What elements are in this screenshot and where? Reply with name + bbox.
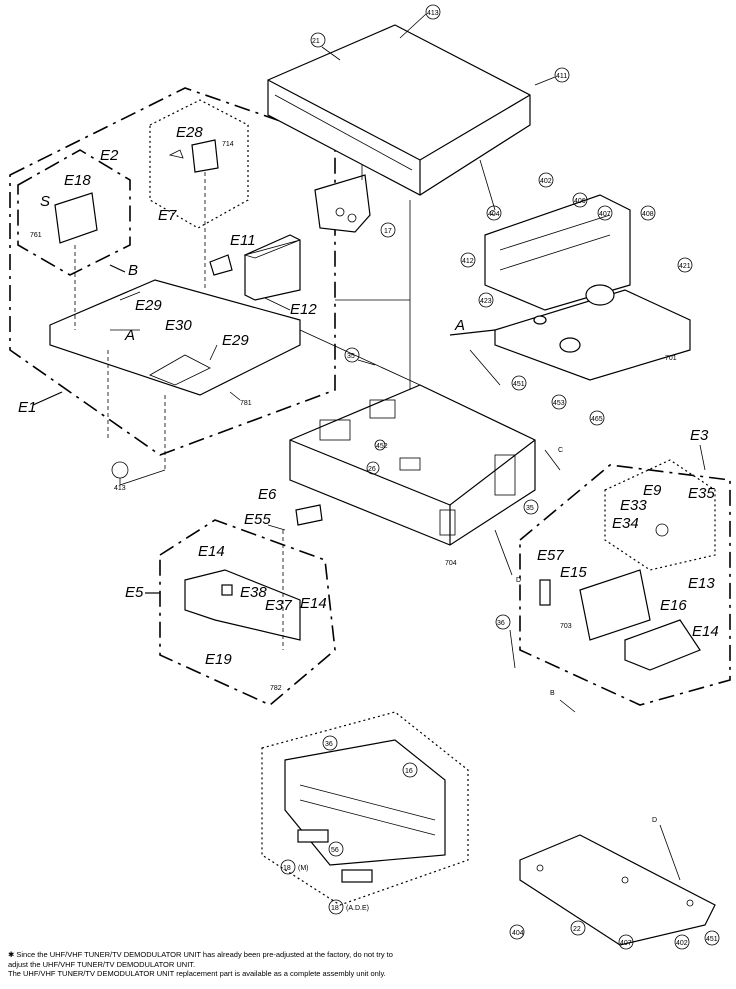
ref-56: 56 <box>331 847 339 854</box>
group-e5: E5 E14 E14 E38 E37 E19 782 <box>125 519 336 706</box>
bottom-plate-22: 22 D 404 407 402 451 <box>509 817 720 950</box>
part-e57-label: E57 <box>537 547 564 564</box>
marker-d-2: D <box>652 817 657 824</box>
ref-423: 423 <box>480 298 492 305</box>
part-e35-label: E35 <box>688 485 715 502</box>
part-e12-label: E12 <box>290 301 317 318</box>
marker-c-1: C <box>490 210 495 217</box>
group-e2: E2 E18 S 761 B <box>17 147 138 330</box>
part-e16-label: E16 <box>660 597 687 614</box>
ref-417: 407 <box>620 940 632 947</box>
group-e3: E3 E33 E34 E9 E35 E57 E15 E16 E13 E14 70… <box>495 427 731 713</box>
marker-s: S <box>40 193 50 210</box>
ref-714: 714 <box>222 141 234 148</box>
tuner-assembly: E11 E12 <box>209 232 317 318</box>
ref-704: 704 <box>445 560 457 567</box>
group-e3-label: E3 <box>690 427 709 444</box>
ref-465: 465 <box>591 416 603 423</box>
part-e38-label: E38 <box>240 584 267 601</box>
part-e14-label-3: E14 <box>692 623 719 640</box>
ref-408: 408 <box>642 211 654 218</box>
chassis: 26 35 35 704 451 453 452 C D <box>289 347 567 584</box>
part-e9-label: E9 <box>643 482 662 499</box>
ref-402: 402 <box>540 178 552 185</box>
ref-36-side: 36 <box>497 620 505 627</box>
footnote-line-3: The UHF/VHF TUNER/TV DEMODULATOR UNIT re… <box>8 969 386 978</box>
ref-16: 16 <box>405 768 413 775</box>
part-e33-label: E33 <box>620 497 647 514</box>
ref-411: 411 <box>556 73 567 80</box>
ref-782: 782 <box>270 685 282 692</box>
part-e13-label: E13 <box>688 575 715 592</box>
part-e14-label-2: E14 <box>300 595 327 612</box>
ref-406: 406 <box>574 198 586 205</box>
footnote-line-2: adjust the UHF/VHF TUNER/TV DEMODULATOR … <box>8 959 196 969</box>
ref-407: 407 <box>599 211 611 218</box>
ref-701: 701 <box>665 355 677 362</box>
marker-a-1: A <box>124 327 135 344</box>
group-e1: E1 E29 E30 E29 A 781 413 <box>9 87 336 492</box>
part-e11-label: E11 <box>230 232 256 249</box>
part-e14-label-1: E14 <box>198 543 225 560</box>
footnote-line-1: ✱ Since the UHF/VHF TUNER/TV DEMODULATOR… <box>8 950 393 959</box>
ref-402-bottom: 402 <box>676 940 688 947</box>
part-e6-label: E6 <box>258 486 277 503</box>
part-e37-label: E37 <box>265 597 292 614</box>
part-e55-label: E55 <box>244 511 271 528</box>
ref-412: 412 <box>462 258 474 265</box>
part-e6-e55: E6 E55 <box>244 486 323 531</box>
front-panel-group: 36 16 56 18 (M) 18 (A.D.E) <box>261 711 469 915</box>
deck-mechanism: 701 402 404 406 407 408 412 421 423 465 … <box>449 172 693 426</box>
marker-d-1: D <box>516 577 521 584</box>
ref-781: 781 <box>240 400 252 407</box>
ref-761: 761 <box>30 232 42 239</box>
part-e29-label: E29 <box>135 297 162 314</box>
ref-451-bottom: 451 <box>706 936 718 943</box>
ref-18-m-suffix: (M) <box>298 865 309 872</box>
marker-b-2: B <box>550 690 555 697</box>
ref-35-top: 35 <box>347 353 355 360</box>
part-e29-label-2: E29 <box>222 332 249 349</box>
ref-413-top: 413 <box>427 10 439 17</box>
ref-403-bottom: 404 <box>512 930 524 937</box>
ref-18-ade: 18 <box>331 905 339 912</box>
ref-26: 26 <box>368 466 376 473</box>
ref-36: 36 <box>325 741 333 748</box>
footnote: ✱ Since the UHF/VHF TUNER/TV DEMODULATOR… <box>8 950 728 979</box>
top-cover-21: 21 413 411 C <box>267 4 570 217</box>
marker-a-2: A <box>454 317 465 334</box>
ref-18-m: 18 <box>283 865 291 872</box>
ref-453: 453 <box>553 400 565 407</box>
group-e7: E7 E28 714 <box>149 99 249 290</box>
ref-18-ade-suffix: (A.D.E) <box>346 905 369 912</box>
ref-22: 22 <box>573 926 581 933</box>
ref-35-right: 35 <box>526 505 534 512</box>
part-e19-label: E19 <box>205 651 232 668</box>
exploded-parts-diagram: E1 E29 E30 E29 A 781 413 E2 E18 S 761 B … <box>9 4 731 950</box>
group-e1-label: E1 <box>18 399 36 416</box>
part-e15-label: E15 <box>560 564 587 581</box>
ref-451: 451 <box>513 381 525 388</box>
group-e7-label: E7 <box>158 207 177 224</box>
ref-703: 703 <box>560 623 572 630</box>
group-e5-label: E5 <box>125 584 144 601</box>
ref-17: 17 <box>384 228 392 235</box>
leader-lines <box>299 200 501 390</box>
ref-452: 452 <box>376 443 388 450</box>
part-e30-label: E30 <box>165 317 192 334</box>
part-e28-label: E28 <box>176 124 203 141</box>
ref-421: 421 <box>679 263 691 270</box>
part-e34-label: E34 <box>612 515 639 532</box>
group-e2-label: E2 <box>100 147 119 164</box>
marker-c-2: C <box>558 447 563 454</box>
part-e18-label: E18 <box>64 172 91 189</box>
ref-21: 21 <box>312 38 320 45</box>
ref-413-left: 413 <box>114 485 126 492</box>
marker-b-1: B <box>128 262 138 279</box>
ref-404: 404 <box>488 211 500 218</box>
